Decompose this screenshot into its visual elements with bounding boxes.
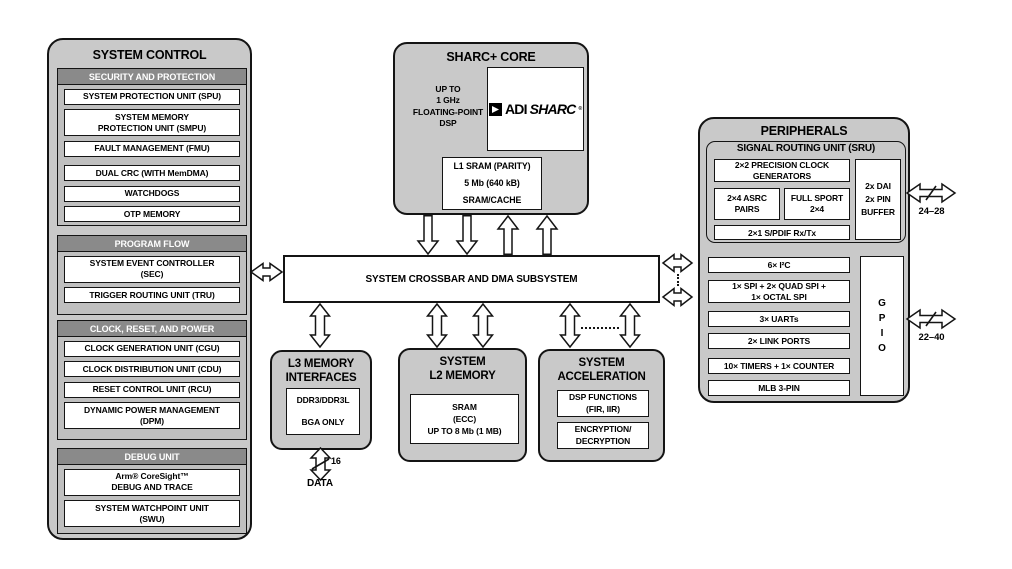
arrow-crossbar-accel-2 [618, 302, 642, 349]
spi-box: 1× SPI + 2× QUAD SPI + 1× OCTAL SPI [708, 280, 850, 303]
spdif-box: 2×1 S/PDIF Rx/Tx [714, 225, 850, 240]
dsp-functions-box: DSP FUNCTIONS (FIR, IIR) [557, 390, 649, 417]
section-debug-unit: DEBUG UNIT Arm® CoreSight™ DEBUG AND TRA… [57, 448, 247, 534]
section-header: SECURITY AND PROTECTION [58, 69, 246, 85]
arrow-gpio-pins [905, 308, 957, 330]
arrow-syscontrol-crossbar [249, 262, 284, 282]
block-coresight: Arm® CoreSight™ DEBUG AND TRACE [64, 468, 240, 496]
system-control-title: SYSTEM CONTROL [92, 48, 207, 62]
peripherals-title: PERIPHERALS [760, 124, 848, 138]
i2c-box: 6× I²C [708, 257, 850, 273]
section-header: PROGRAM FLOW [58, 236, 246, 252]
block-watchdogs: WATCHDOGS [64, 185, 240, 202]
system-control-box: SYSTEM CONTROL SECURITY AND PROTECTION S… [47, 38, 252, 540]
arrow-core-down-2 [455, 215, 479, 256]
l3-memory-title: L3 MEMORY INTERFACES [285, 358, 357, 385]
section-header: CLOCK, RESET, AND POWER [58, 321, 246, 337]
block-dpm: DYNAMIC POWER MANAGEMENT (DPM) [64, 402, 240, 430]
acceleration-title: SYSTEM ACCELERATION [557, 357, 646, 384]
sharc-core-title: SHARC+ CORE [446, 50, 536, 64]
logo-brand-text: ADI [504, 101, 528, 117]
arrow-crossbar-l3 [308, 302, 332, 349]
block-sec: SYSTEM EVENT CONTROLLER (SEC) [64, 255, 240, 283]
gpio-bus-width-label: 22–40 [918, 332, 945, 343]
dsp-note: UP TO 1 GHz FLOATING-POINT DSP [412, 84, 484, 129]
block-otp-memory: OTP MEMORY [64, 206, 240, 223]
arrow-l3-data-bus [309, 446, 332, 482]
l3-memory-box: L3 MEMORY INTERFACES DDR3/DDR3L BGA ONLY [270, 350, 372, 450]
l3-data-label: DATA [307, 478, 333, 489]
arrow-dai-pins [905, 182, 957, 204]
logo-reg-mark: ® [578, 106, 583, 112]
dai-pin-buffer-box: 2x DAI 2x PIN BUFFER [855, 159, 901, 240]
uarts-box: 3× UARTs [708, 311, 850, 327]
l1-sram-box: L1 SRAM (PARITY) 5 Mb (640 kB) SRAM/CACH… [442, 157, 542, 210]
arrow-core-down-1 [416, 215, 440, 256]
encryption-box: ENCRYPTION/ DECRYPTION [557, 422, 649, 449]
logo-product-text: SHARC [529, 101, 577, 117]
dotted-link-horizontal [581, 327, 619, 329]
peripherals-box: PERIPHERALS SIGNAL ROUTING UNIT (SRU) 2×… [698, 117, 910, 403]
l3-bus-width-label: 16 [331, 456, 341, 466]
ddr3-box: DDR3/DDR3L BGA ONLY [286, 388, 360, 435]
section-clock-reset-power: CLOCK, RESET, AND POWER CLOCK GENERATION… [57, 320, 247, 440]
block-tru: TRIGGER ROUTING UNIT (TRU) [64, 287, 240, 304]
link-ports-box: 2× LINK PORTS [708, 333, 850, 349]
timers-box: 10× TIMERS + 1× COUNTER [708, 358, 850, 374]
block-rcu: RESET CONTROL UNIT (RCU) [64, 381, 240, 398]
sru-title: SIGNAL ROUTING UNIT (SRU) [736, 143, 876, 154]
dotted-link-vertical [677, 274, 679, 286]
block-cdu: CLOCK DISTRIBUTION UNIT (CDU) [64, 361, 240, 378]
dai-bus-width-label: 24–28 [918, 206, 945, 217]
adi-triangle-icon [488, 102, 502, 116]
section-program-flow: PROGRAM FLOW SYSTEM EVENT CONTROLLER (SE… [57, 235, 247, 315]
acceleration-box: SYSTEM ACCELERATION DSP FUNCTIONS (FIR, … [538, 349, 665, 462]
l2-sram-box: SRAM (ECC) UP TO 8 Mb (1 MB) [410, 394, 519, 444]
mlb-box: MLB 3-PIN [708, 380, 850, 396]
block-dual-crc: DUAL CRC (WITH MemDMA) [64, 165, 240, 182]
block-swu: SYSTEM WATCHPOINT UNIT (SWU) [64, 500, 240, 528]
arrow-crossbar-l2-2 [471, 302, 495, 349]
block-cgu: CLOCK GENERATION UNIT (CGU) [64, 340, 240, 357]
arrow-crossbar-accel-1 [558, 302, 582, 349]
asrc-box: 2×4 ASRC PAIRS [714, 188, 780, 220]
full-sport-box: FULL SPORT 2×4 [784, 188, 850, 220]
arrow-core-up-1 [496, 214, 520, 255]
sharc-core-box: SHARC+ CORE UP TO 1 GHz FLOATING-POINT D… [393, 42, 589, 215]
section-security-and-protection: SECURITY AND PROTECTION SYSTEM PROTECTIO… [57, 68, 247, 226]
precision-clock-box: 2×2 PRECISION CLOCK GENERATORS [714, 159, 850, 182]
section-header: DEBUG UNIT [58, 449, 246, 465]
gpio-box: G P I O [860, 256, 904, 396]
arrow-core-up-2 [535, 214, 559, 255]
l2-memory-title: SYSTEM L2 MEMORY [429, 356, 496, 383]
block-fmu: FAULT MANAGEMENT (FMU) [64, 140, 240, 157]
sru-box: SIGNAL ROUTING UNIT (SRU) 2×2 PRECISION … [706, 141, 906, 243]
block-spu: SYSTEM PROTECTION UNIT (SPU) [64, 88, 240, 105]
crossbar-box: SYSTEM CROSSBAR AND DMA SUBSYSTEM [283, 255, 660, 303]
arrow-crossbar-peripherals-2 [661, 286, 694, 308]
block-smpu: SYSTEM MEMORY PROTECTION UNIT (SMPU) [64, 109, 240, 137]
arrow-crossbar-l2-1 [425, 302, 449, 349]
arrow-crossbar-peripherals-1 [661, 252, 694, 274]
l2-memory-box: SYSTEM L2 MEMORY SRAM (ECC) UP TO 8 Mb (… [398, 348, 527, 462]
